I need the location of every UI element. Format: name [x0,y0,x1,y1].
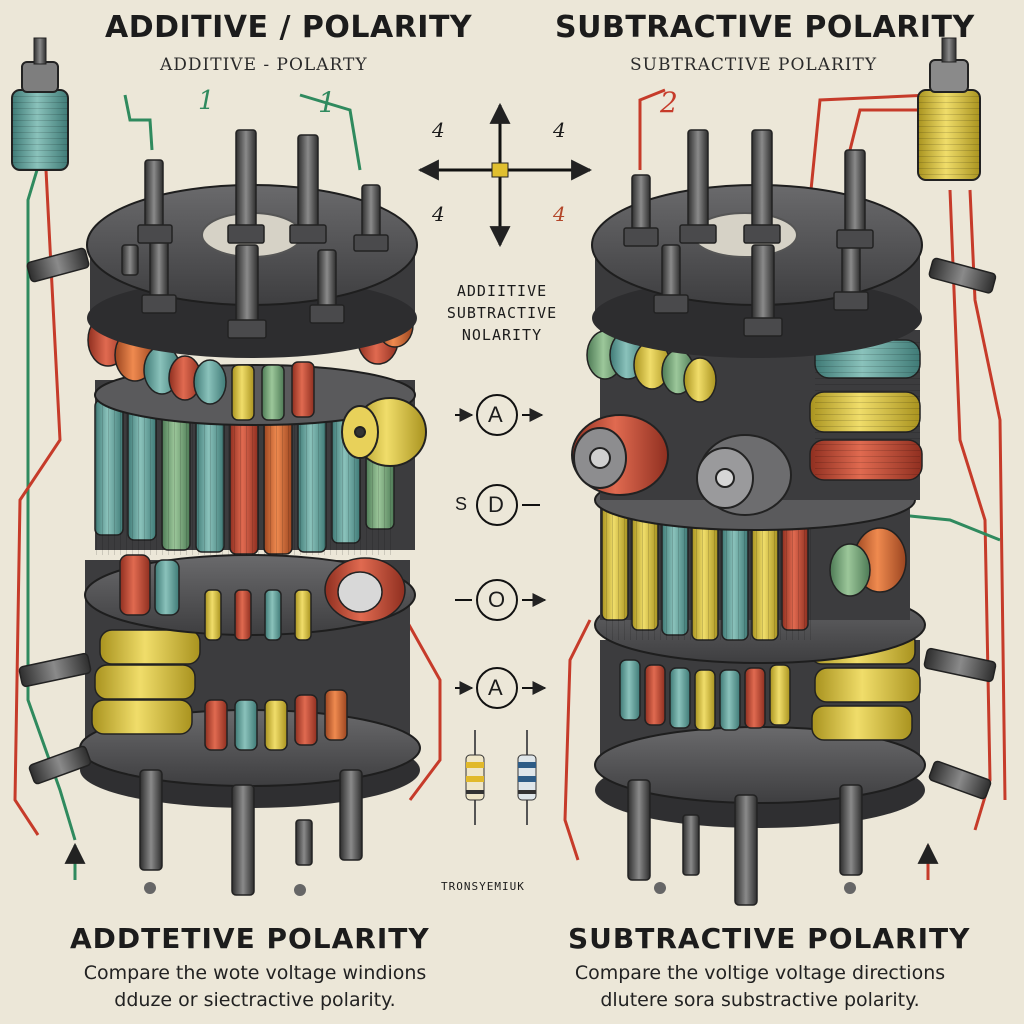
center-label-line-3: NOLARITY [461,326,543,344]
left-subtitle: ADDITIVE - POLARTY [160,55,368,75]
right-subtitle: SUBTRACTIVE POLARITY [630,55,878,75]
right-title: SUBTRACTIVE POLARITY [555,10,975,45]
right-number-marker: 2 [660,86,678,119]
node-side-label: S [455,494,468,514]
left-number-marker-2: 1 [318,86,336,119]
left-caption: Compare the wote voltage windions dduze … [55,960,455,1014]
compass-label-se: 4 [553,202,566,226]
right-bottom-title: SUBTRACTIVE POLARITY [568,922,971,955]
right-caption-line-2: dlutere sora substractive polarity. [600,989,920,1011]
center-label-line-1: ADDIITIVE [456,282,548,300]
left-caption-line-1: Compare the wote voltage windions [83,962,427,984]
right-caption: Compare the voltige voltage directions d… [550,960,970,1014]
compass-label-nw: 4 [432,118,445,142]
left-title: ADDITIVE / POLARITY [105,10,473,45]
node-a-bottom: A [488,675,503,700]
left-caption-line-2: dduze or siectractive polarity. [114,989,396,1011]
node-o: O [488,587,506,612]
compass-label-ne: 4 [553,118,566,142]
compass-label-sw: 4 [432,202,445,226]
center-label-line-2: SUBTRACTIVE [446,304,558,322]
transformer-label: TRONSYEMIUK [441,880,525,893]
node-d: D [488,492,504,517]
node-a-top: A [488,402,503,427]
center-label: ADDIITIVE SUBTRACTIVE NOLARITY [432,280,572,346]
right-caption-line-1: Compare the voltige voltage directions [574,962,946,984]
left-bottom-title: ADDTETIVE POLARITY [70,922,430,955]
left-number-marker: 1 [198,86,215,116]
